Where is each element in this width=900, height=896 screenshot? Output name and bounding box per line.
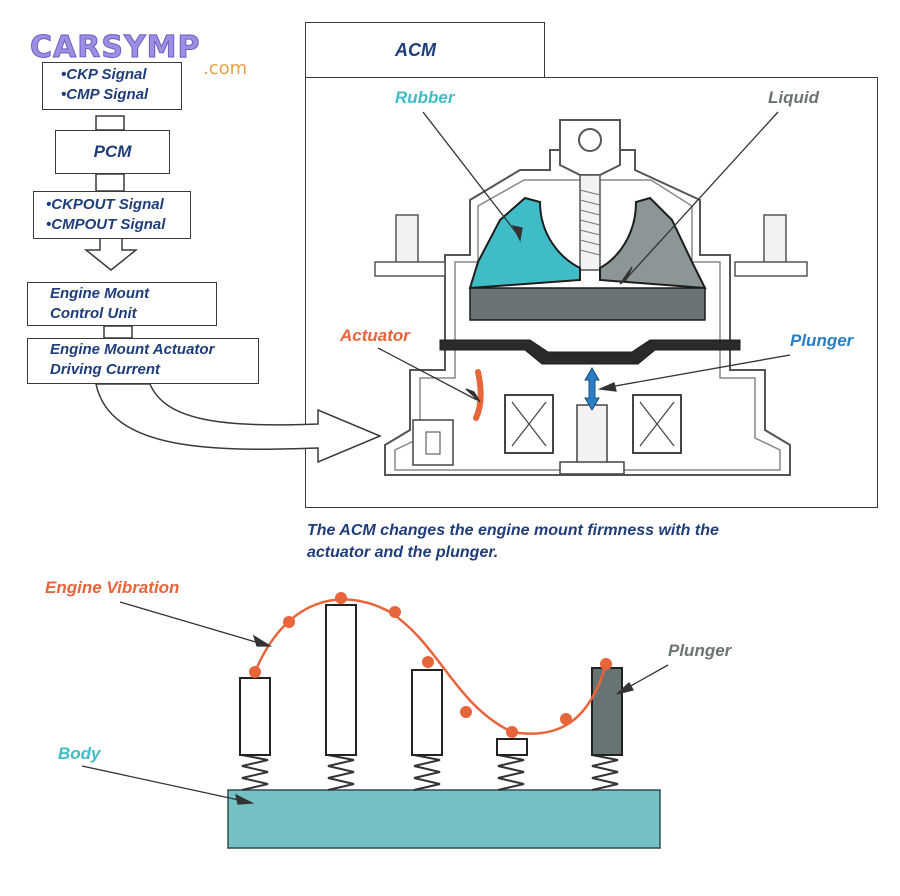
plunger-post-label: Plunger <box>668 641 732 660</box>
body-label: Body <box>58 744 101 763</box>
control-unit-line1: Engine Mount <box>50 285 150 302</box>
engine-mount-control-unit-box: Engine Mount Control Unit <box>27 282 217 326</box>
spring-1 <box>241 754 269 791</box>
rubber-leader-arrowhead <box>511 225 523 243</box>
wave-point <box>506 726 518 738</box>
plunger-shaft <box>576 404 608 466</box>
caption-line1: The ACM changes the engine mount firmnes… <box>307 522 719 539</box>
connector-1-2 <box>95 115 125 131</box>
vibration-leader <box>119 601 267 646</box>
body-leader <box>81 765 249 803</box>
ckpout-cmpout-signal-box: •CKPOUT Signal •CMPOUT Signal <box>33 191 191 239</box>
acm-title-tab <box>305 22 545 78</box>
liquid-label: Liquid <box>768 88 819 107</box>
vibration-leader-arrowhead <box>252 634 273 647</box>
post-1 <box>239 677 271 756</box>
right-flange <box>734 261 808 277</box>
plunger-label: Plunger <box>790 331 854 350</box>
springs <box>241 754 619 791</box>
cmp-signal-text: •CMP Signal <box>61 86 149 103</box>
engine-vibration-wave <box>253 598 608 735</box>
ckpout-signal-text: •CKPOUT Signal <box>46 196 164 213</box>
wave-point <box>283 616 295 628</box>
wave-point <box>600 658 612 670</box>
ckp-signal-text: •CKP Signal <box>61 66 147 83</box>
post-2 <box>325 604 357 756</box>
down-arrow-icon <box>83 239 139 271</box>
actuator-driving-current-box: Engine Mount Actuator Driving Current <box>27 338 259 384</box>
rubber-label: Rubber <box>395 88 455 107</box>
right-stud <box>763 214 787 266</box>
engine-vibration-label: Engine Vibration <box>45 578 180 597</box>
engine-mount-cross-section <box>374 119 808 476</box>
bottom-leader-lines <box>81 601 669 805</box>
liquid-chamber <box>469 287 706 321</box>
connector-4-5 <box>103 325 133 339</box>
actuator-wire <box>473 369 484 421</box>
pcm-text: PCM <box>93 142 132 161</box>
acm-leader-lines <box>377 111 791 403</box>
rubber-element <box>468 196 581 290</box>
diaphragm <box>439 339 741 365</box>
rubber-element-right <box>599 196 707 290</box>
posts <box>239 604 623 756</box>
bolt-threads <box>579 189 601 256</box>
control-unit-line2: Control Unit <box>50 305 137 322</box>
acm-caption: The ACM changes the engine mount firmnes… <box>307 520 719 564</box>
rubber-leader <box>422 111 519 236</box>
housing-inner-outline <box>394 179 781 471</box>
wave-point <box>389 606 401 618</box>
ckp-cmp-signal-box: •CKP Signal •CMP Signal <box>42 62 182 110</box>
spring-2 <box>327 754 355 791</box>
pcm-box: PCM <box>55 130 170 174</box>
actuator-leader-arrowhead <box>465 388 481 403</box>
plunger-post-leader-arrowhead <box>616 681 634 695</box>
cmpout-signal-text: •CMPOUT Signal <box>46 216 166 233</box>
plunger-base <box>559 461 625 475</box>
plunger-leader <box>603 354 791 389</box>
carsymp-logo: CARSYMP <box>30 30 201 66</box>
spring-3 <box>413 754 441 791</box>
left-stud <box>395 214 419 266</box>
bracket-hole <box>578 128 602 152</box>
plunger-post <box>591 667 623 756</box>
post-4 <box>496 738 528 756</box>
post-3 <box>411 669 443 756</box>
driving-current-line2: Driving Current <box>50 361 161 378</box>
curved-arrow-icon <box>95 383 382 464</box>
wave-point <box>335 592 347 604</box>
liquid-leader <box>624 111 779 281</box>
actuator-label: Actuator <box>340 326 410 345</box>
left-coil-cross <box>511 401 547 447</box>
driving-current-line1: Engine Mount Actuator <box>50 341 215 358</box>
spring-4 <box>497 754 525 791</box>
body-leader-arrowhead <box>235 793 255 805</box>
flow-connectors <box>83 115 382 464</box>
plunger-arrow-icon <box>584 367 600 411</box>
acm-title: ACM <box>395 40 436 60</box>
wave-point <box>560 713 572 725</box>
vibration-points <box>249 592 612 738</box>
wave-point <box>422 656 434 668</box>
plunger-leader-arrowhead <box>597 382 617 392</box>
caption-line2: actuator and the plunger. <box>307 544 499 561</box>
wave-point <box>460 706 472 718</box>
right-coil-cross <box>639 401 675 447</box>
connector-2-3 <box>95 173 125 192</box>
actuator-leader <box>377 347 478 401</box>
left-flange <box>374 261 446 277</box>
connector-socket <box>425 431 441 455</box>
body-block <box>227 789 661 849</box>
wave-point <box>249 666 261 678</box>
spring-5 <box>591 754 619 791</box>
liquid-leader-arrowhead <box>619 266 633 285</box>
logo-com-suffix: .com <box>203 58 248 79</box>
